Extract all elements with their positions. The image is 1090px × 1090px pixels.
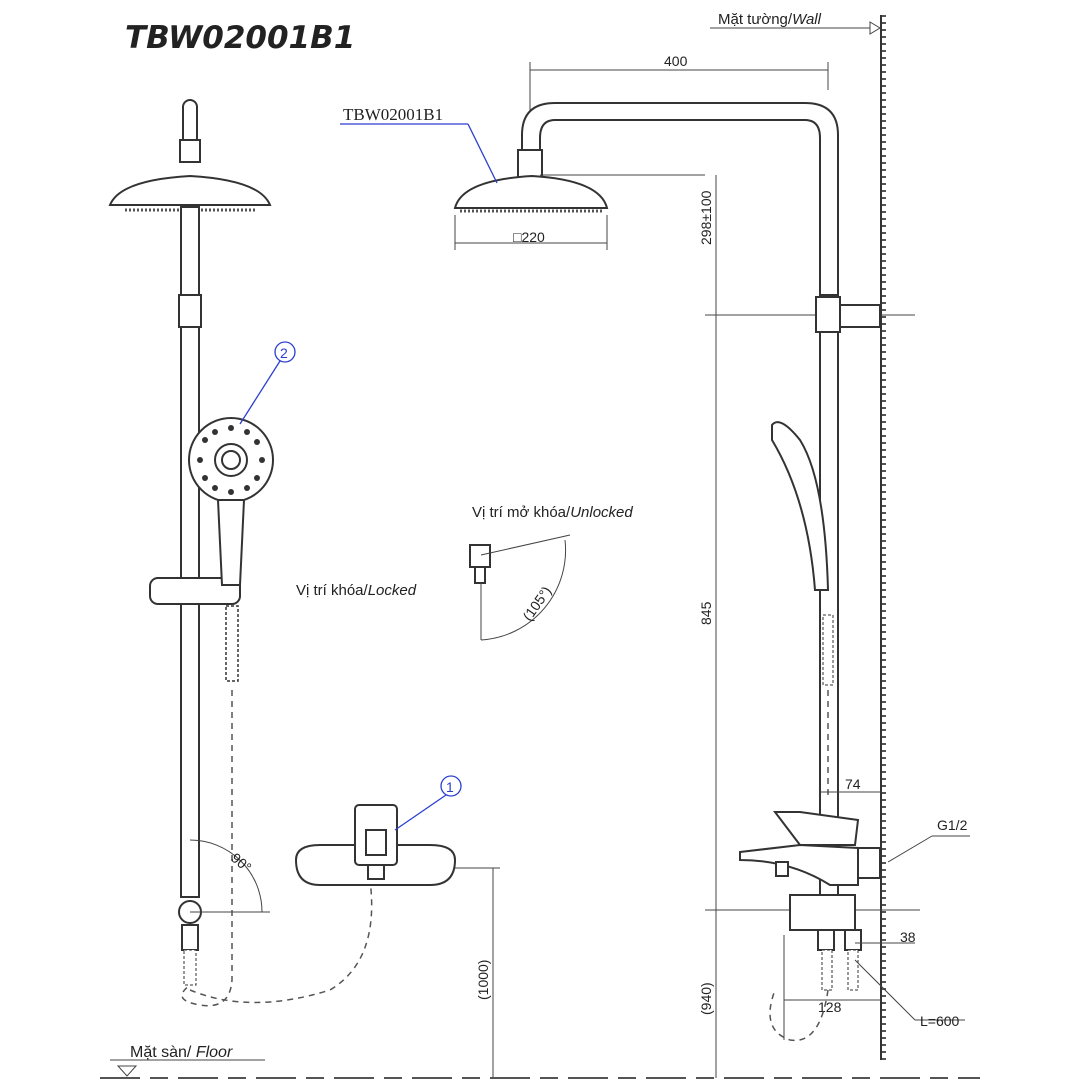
callout-2: 2 xyxy=(280,345,288,361)
floor-label: Mặt sàn/ Floor xyxy=(130,1044,233,1061)
front-view: 90° 2 xyxy=(108,99,373,1007)
overhead-model-label: TBW02001B1 xyxy=(343,105,443,124)
dim-spout-offset: 74 xyxy=(845,776,861,792)
mixer-side xyxy=(739,843,859,886)
dim-depth: 128 xyxy=(818,999,842,1015)
mixer-front: 1 (1000) xyxy=(294,775,500,1078)
overhead-shower-head xyxy=(453,174,609,209)
dim-mixer-height-side: (940) xyxy=(698,982,714,1015)
floor: Mặt sàn/ Floor xyxy=(100,1044,980,1079)
model-title: TBW02001B1 xyxy=(125,20,355,56)
angle-105-label: (105°) xyxy=(519,583,554,624)
dim-head-size: □220 xyxy=(513,229,545,245)
unlocked-label: Vị trí mở khóa/Unlocked xyxy=(472,504,633,521)
shower-arm xyxy=(521,102,839,296)
thread-label: G1/2 xyxy=(937,817,968,833)
side-view: Mặt tường/Wall 400 □220 TBW02001B1 298±1… xyxy=(340,11,970,1078)
dim-outlet: 38 xyxy=(900,929,916,945)
lock-position-diagram: Vị trí mở khóa/Unlocked Vị trí khóa/Lock… xyxy=(296,504,633,641)
dim-rail-height: 845 xyxy=(698,601,714,625)
riser-pipe xyxy=(180,326,200,898)
dim-head-height: 298±100 xyxy=(698,190,714,245)
callout-1: 1 xyxy=(446,779,454,795)
dim-mixer-height-front: (1000) xyxy=(475,960,491,1000)
hose-length-label: L=600 xyxy=(920,1013,960,1029)
locked-label: Vị trí khóa/Locked xyxy=(296,582,417,599)
rain-shower-head xyxy=(108,174,272,206)
dim-arm-length: 400 xyxy=(664,53,688,69)
wall-label: Mặt tường/Wall xyxy=(718,11,822,28)
